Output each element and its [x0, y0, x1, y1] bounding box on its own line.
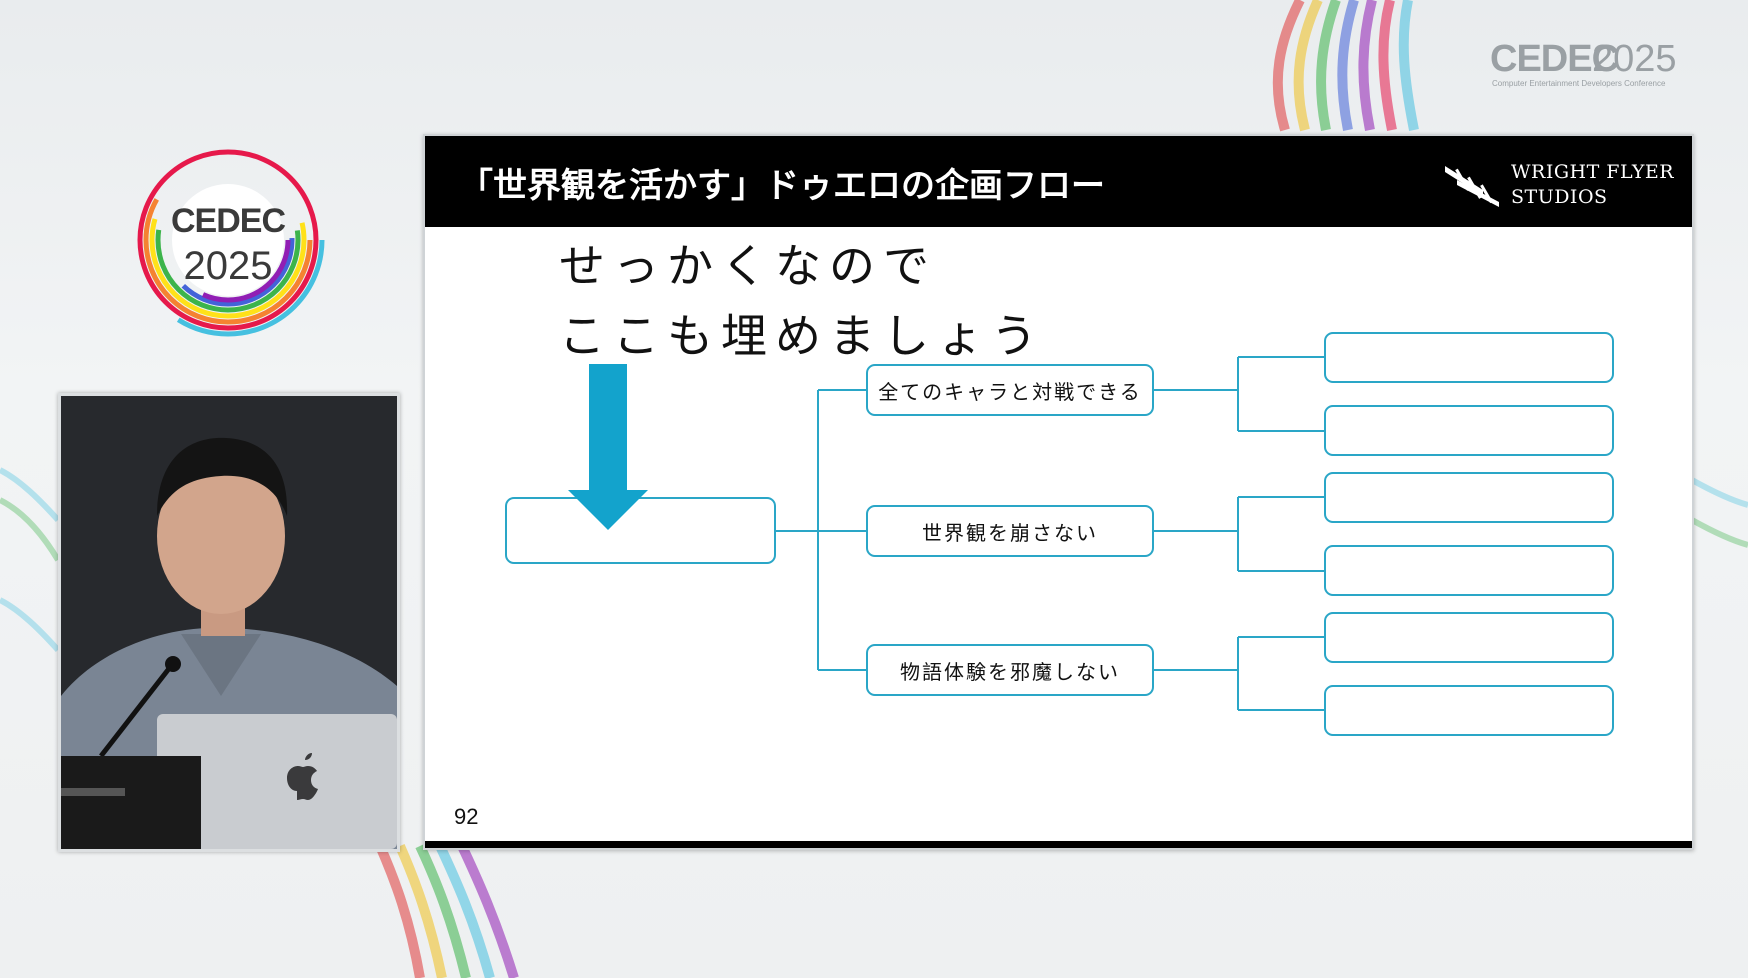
- slide-page-number: 92: [454, 804, 479, 829]
- branch-node-3: 物語体験を邪魔しない: [866, 644, 1154, 696]
- leaf-node-2b: [1324, 545, 1614, 596]
- event-year: 2025: [183, 244, 273, 288]
- biplane-icon: [1445, 166, 1499, 207]
- leaf-node-2a: [1324, 472, 1614, 523]
- root-node: [505, 497, 776, 564]
- branch-node-2: 世界観を崩さない: [866, 505, 1154, 557]
- corner-event-logo: CEDEC 2025 Computer Entertainment Develo…: [1490, 38, 1690, 88]
- company-name-line1: WRIGHT FLYER: [1511, 161, 1675, 183]
- branch-node-1: 全てのキャラと対戦できる: [866, 364, 1154, 416]
- leaf-node-3b: [1324, 685, 1614, 736]
- slide-bottom-bar: [425, 841, 1692, 848]
- corner-event-tagline: Computer Entertainment Developers Confer…: [1492, 79, 1666, 88]
- company-name: WRIGHT FLYER STUDIOS: [1511, 160, 1674, 210]
- leaf-node-1a: [1324, 332, 1614, 383]
- lead-text-line2: ここも埋めましょう: [559, 309, 1045, 363]
- leaf-node-1b: [1324, 405, 1614, 456]
- slide-header: 「世界観を活かす」ドゥエロの企画フロー WRIGHT FLYER STUDIOS: [425, 136, 1692, 227]
- leaf-node-3a: [1324, 612, 1614, 663]
- speaker-video: [58, 393, 400, 852]
- corner-event-brand: CEDEC: [1490, 38, 1619, 80]
- speaker-image: [61, 396, 397, 849]
- corner-event-year: 2025: [1592, 38, 1677, 80]
- company-name-line2: STUDIOS: [1511, 186, 1608, 208]
- rainbow-ring-icon: [131, 143, 325, 337]
- lead-text-line1: せっかくなので: [559, 239, 937, 293]
- down-arrow-icon: [568, 364, 648, 530]
- presentation-slide: 「世界観を活かす」ドゥエロの企画フロー WRIGHT FLYER STUDIOS…: [423, 134, 1694, 850]
- company-logo: WRIGHT FLYER STUDIOS: [1443, 154, 1683, 210]
- event-brand: CEDEC: [170, 202, 286, 240]
- flow-connectors: [776, 356, 1324, 711]
- event-logo: CEDEC 2025: [128, 140, 328, 340]
- slide-title: 「世界観を活かす」ドゥエロの企画フロー: [459, 166, 1105, 206]
